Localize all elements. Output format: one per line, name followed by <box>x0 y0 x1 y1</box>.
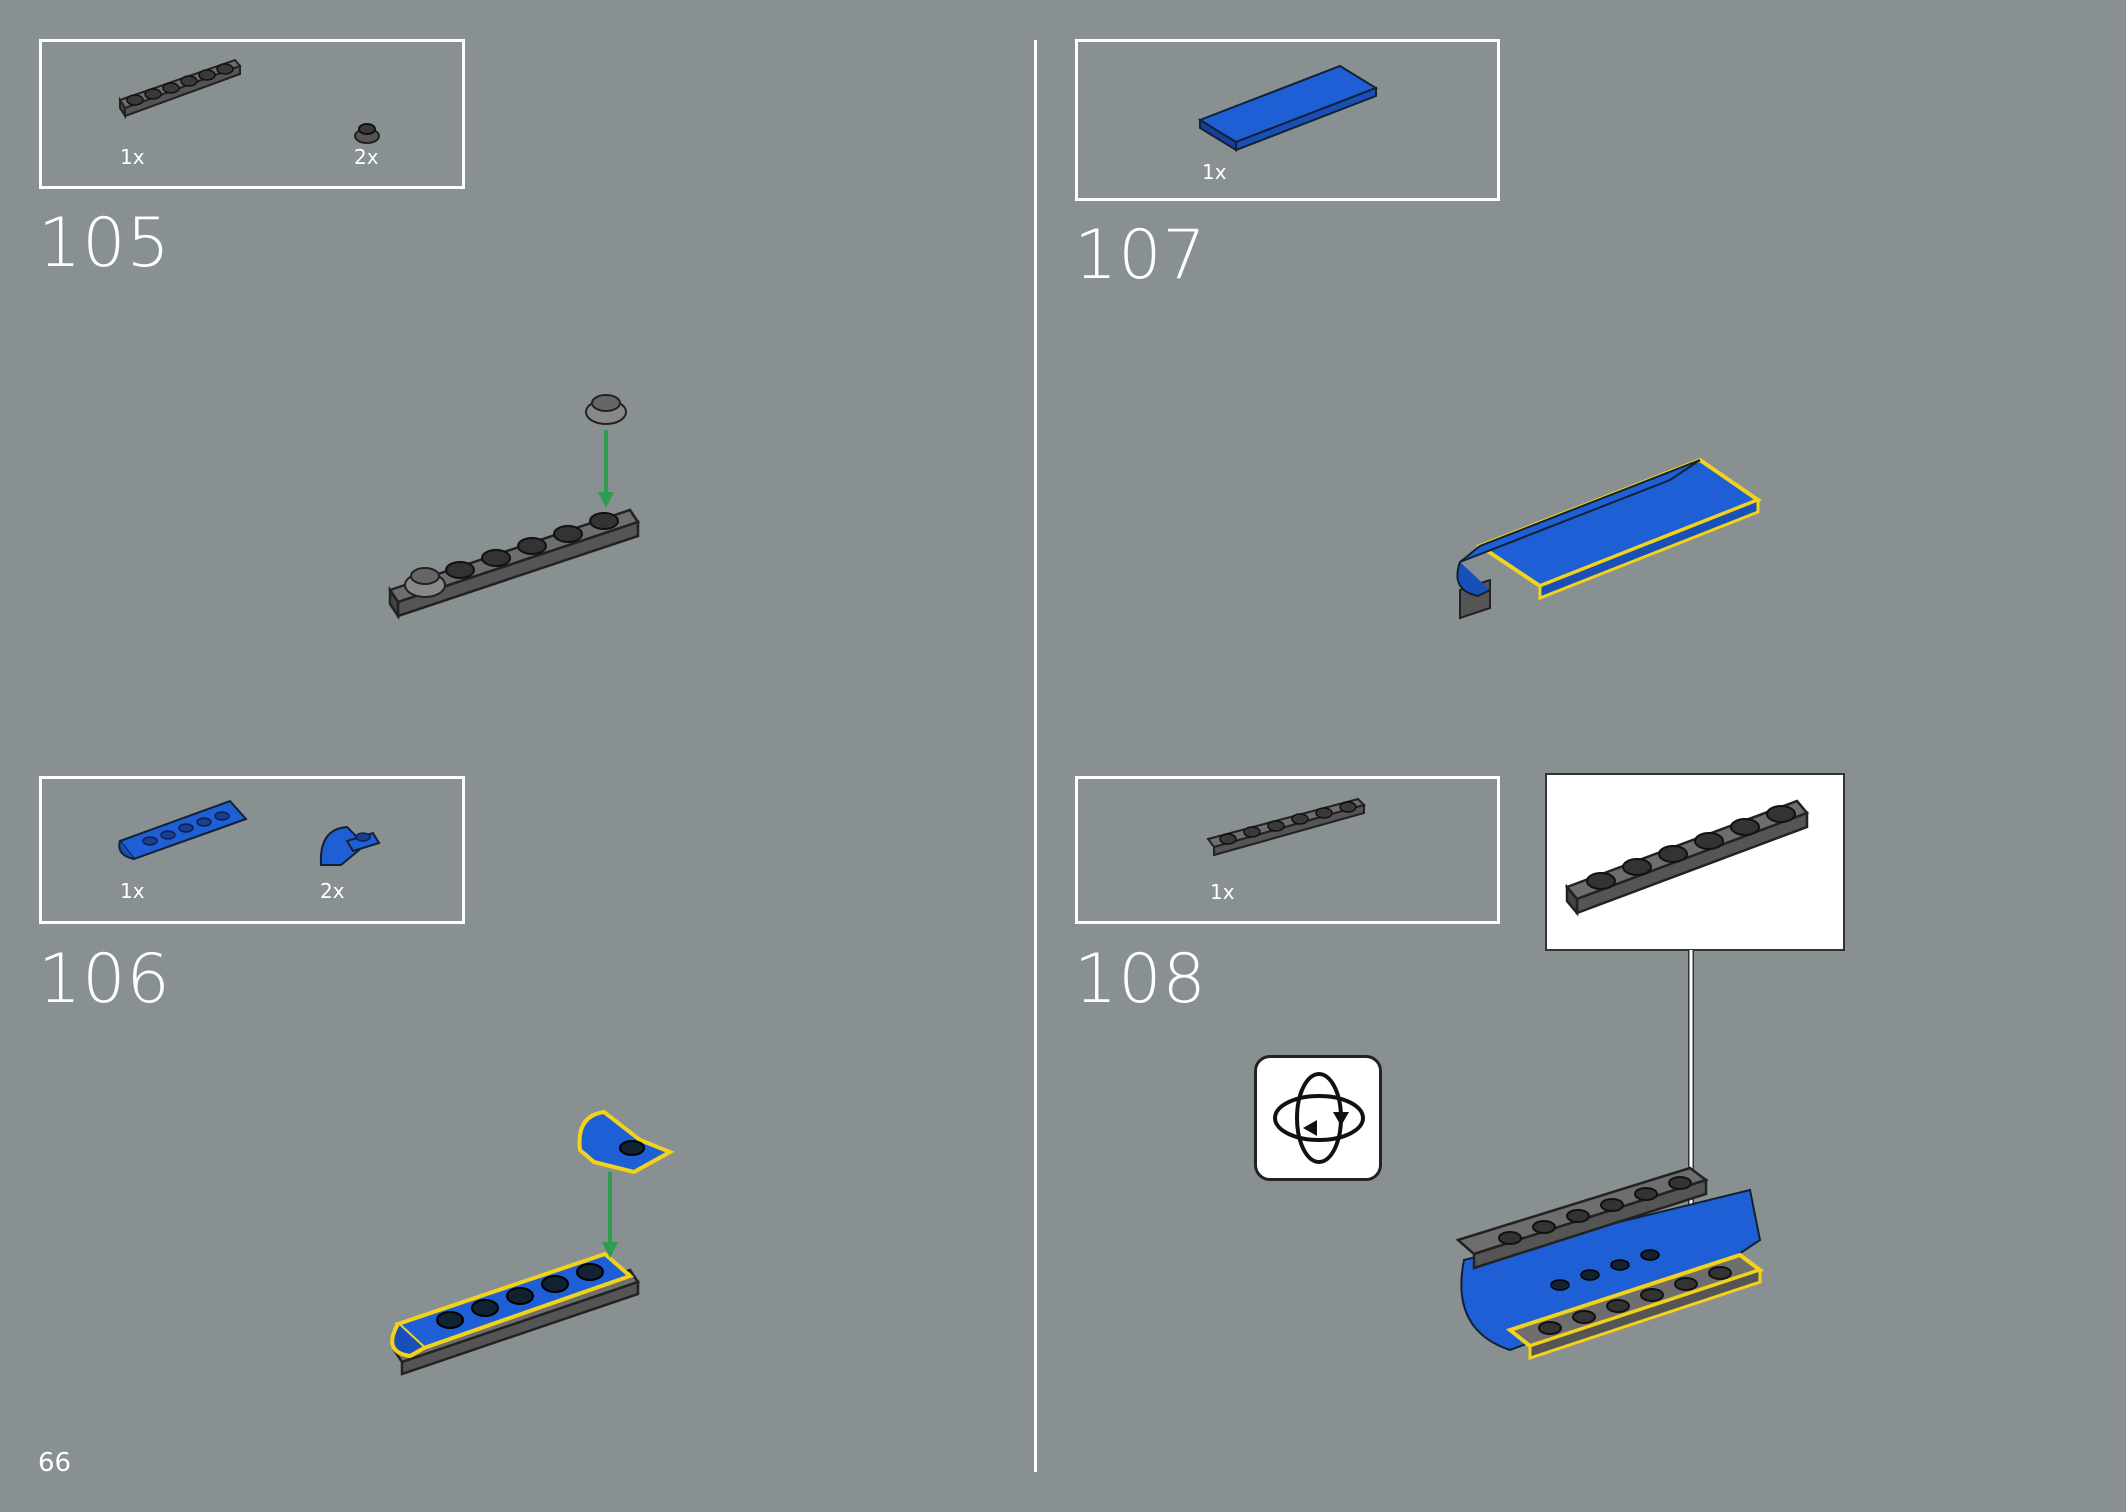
round-plate-part-image <box>354 123 380 144</box>
rotate-model-icon <box>1254 1055 1382 1181</box>
parts-box-step-107: 1x <box>1075 39 1500 201</box>
part-qty-1: 1x <box>120 879 145 903</box>
step-105-assembly-diagram <box>388 394 640 621</box>
callout-box <box>1545 773 1845 951</box>
parts-box-step-108: 1x <box>1075 776 1500 924</box>
step-number-108: 108 <box>1074 940 1207 1019</box>
part-qty-2: 2x <box>320 879 345 903</box>
plate-1x6-part-image <box>118 58 242 120</box>
step-108-assembly-diagram <box>1455 950 1765 1361</box>
step-106-assembly-diagram <box>390 1109 675 1376</box>
curved-slope-1x6-part-image <box>118 799 248 861</box>
step-107-assembly-diagram <box>1456 457 1763 620</box>
curved-slope-2x1-part-image <box>319 825 381 866</box>
page-divider <box>1034 40 1037 1472</box>
step-number-107: 107 <box>1074 216 1207 295</box>
plate-1x6-callout-image <box>1564 799 1810 917</box>
tile-2x6-part-image <box>1197 64 1379 152</box>
page-number: 66 <box>38 1448 72 1478</box>
part-qty-1: 1x <box>1210 880 1235 904</box>
rotate-arrows-icon <box>1273 1072 1365 1164</box>
part-qty-1: 1x <box>1202 160 1227 184</box>
step-number-105: 105 <box>38 204 171 283</box>
parts-box-step-105: 1x 2x <box>39 39 465 189</box>
parts-box-step-106: 1x 2x <box>39 776 465 924</box>
part-qty-1: 1x <box>120 145 145 169</box>
plate-1x6-part-image <box>1206 797 1366 857</box>
part-qty-2: 2x <box>354 145 379 169</box>
step-number-106: 106 <box>38 940 171 1019</box>
